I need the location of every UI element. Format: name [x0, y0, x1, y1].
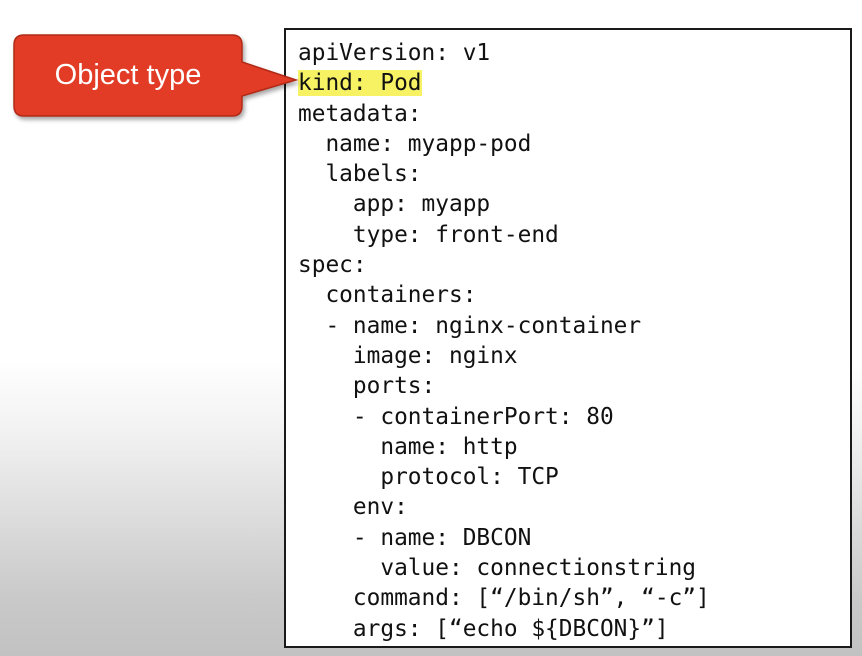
code-line: type: front-end — [298, 221, 559, 248]
code-line: containers: — [298, 282, 477, 309]
code-line: - containerPort: 80 — [298, 403, 614, 430]
code-line: command: [“/bin/sh”, “-c”] — [298, 585, 710, 612]
code-line: apiVersion: v1 — [298, 40, 491, 66]
yaml-code-box: apiVersion: v1 kind: Pod metadata: name:… — [284, 28, 852, 648]
code-line-kind: kind: Pod — [298, 68, 710, 98]
code-line: protocol: TCP — [298, 464, 559, 491]
yaml-code-lines: apiVersion: v1 kind: Pod metadata: name:… — [298, 38, 710, 644]
code-line: env: — [298, 494, 408, 521]
code-line: labels: — [298, 161, 422, 188]
code-line: value: connectionstring — [298, 555, 697, 582]
callout-label: Object type — [54, 59, 202, 91]
code-line: ports: — [298, 373, 436, 400]
callout-bubble — [13, 34, 299, 117]
code-line: spec: — [298, 252, 367, 279]
code-line: name: http — [298, 433, 518, 460]
code-line: metadata: — [298, 100, 422, 127]
code-line: name: myapp-pod — [298, 130, 532, 157]
code-line: app: myapp — [298, 191, 491, 218]
code-line: image: nginx — [298, 342, 518, 369]
code-line: - name: DBCON — [298, 524, 532, 551]
code-line: - name: nginx-container — [298, 312, 642, 339]
kind-highlight: kind: Pod — [298, 70, 422, 97]
code-line: args: [“echo ${DBCON}”] — [298, 615, 669, 642]
